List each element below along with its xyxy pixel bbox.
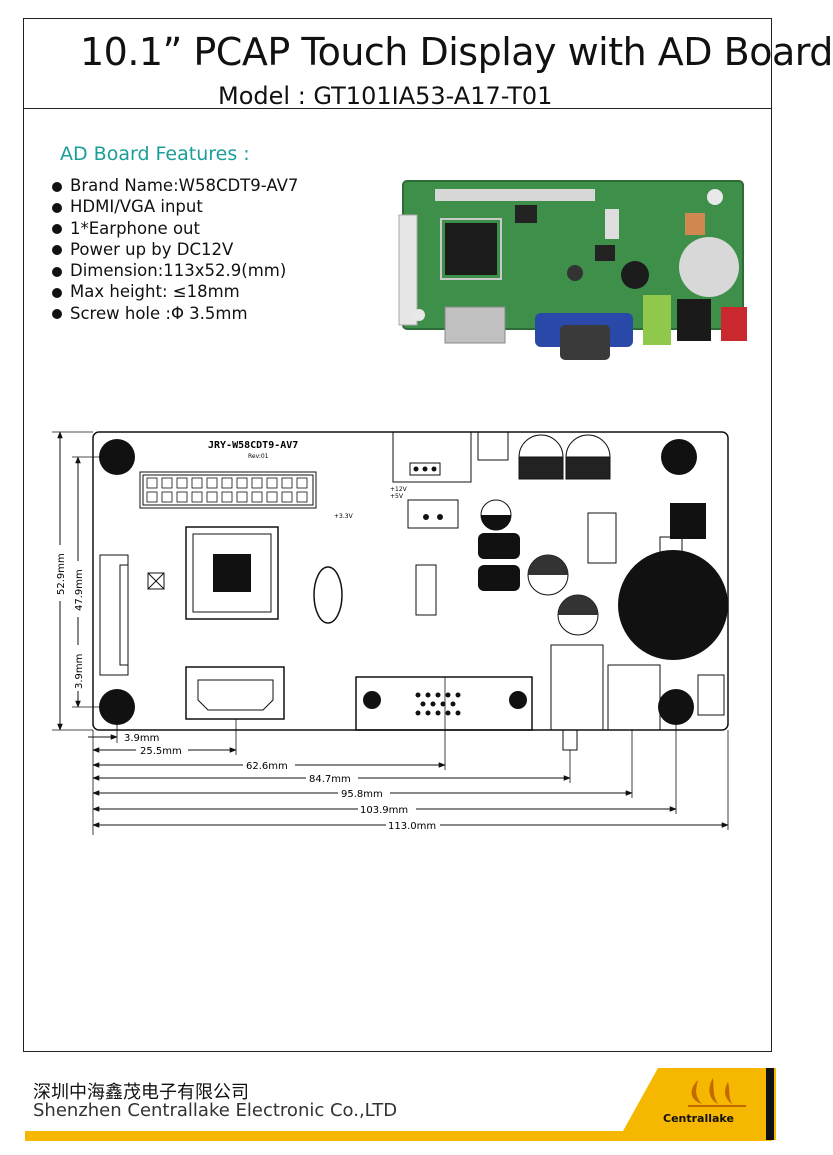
label-33v: +3.3V — [334, 513, 354, 520]
pin-header-pins — [146, 477, 308, 503]
dim-84: 84.7mm — [309, 774, 351, 785]
document-title: 10.1” PCAP Touch Display with AD Board — [80, 30, 833, 74]
bullet-icon — [52, 287, 62, 298]
main-ic-outline — [185, 526, 279, 620]
dim-height-holes: 47.9mm — [74, 569, 85, 611]
dim-62: 62.6mm — [246, 761, 288, 772]
company-name-cn: 深圳中海鑫茂电子有限公司 — [33, 1082, 249, 1103]
feature-item: Brand Name:W58CDT9-AV7 — [52, 175, 298, 196]
page-frame — [23, 18, 772, 1052]
mounting-hole — [99, 439, 135, 475]
logo-text: Centrallake — [663, 1112, 734, 1125]
vga-connector — [355, 676, 533, 731]
feature-item: Max height: ≤18mm — [52, 281, 298, 302]
bullet-icon — [52, 224, 62, 235]
dim-hole-offset-v: 3.9mm — [74, 654, 85, 689]
bullet-icon — [52, 181, 62, 192]
dim-113: 113.0mm — [388, 821, 436, 832]
dim-height-total: 52.9mm — [56, 553, 67, 595]
capacitors-top — [518, 434, 611, 480]
main-ic-die — [213, 554, 251, 592]
feature-item: HDMI/VGA input — [52, 196, 298, 217]
feature-item: Dimension:113x52.9(mm) — [52, 260, 298, 281]
ad-board-photo — [398, 180, 747, 360]
company-name-en: Shenzhen Centrallake Electronic Co.,LTD — [33, 1100, 398, 1121]
bullet-icon — [52, 266, 62, 277]
feature-item: Screw hole :Φ 3.5mm — [52, 303, 298, 324]
dim-103: 103.9mm — [360, 805, 408, 816]
feature-item: Power up by DC12V — [52, 239, 298, 260]
board-rev: Rev:01 — [248, 453, 269, 460]
features-heading: AD Board Features : — [60, 143, 250, 165]
bullet-icon — [52, 309, 62, 320]
speaker-circle — [618, 550, 728, 660]
dim-95: 95.8mm — [341, 789, 383, 800]
bullet-icon — [52, 202, 62, 213]
mounting-hole — [661, 439, 697, 475]
hdmi-connector — [185, 666, 285, 720]
pin-header — [139, 471, 317, 509]
main-ic-body — [192, 533, 272, 613]
label-12v: +12V — [390, 486, 408, 493]
footer-accent-bar — [25, 1131, 772, 1141]
dc-jack — [607, 664, 661, 731]
dim-25: 25.5mm — [140, 746, 182, 757]
feature-item: 1*Earphone out — [52, 218, 298, 239]
dim-hole-offset-h: 3.9mm — [124, 733, 159, 744]
model-number: Model : GT101IA53-A17-T01 — [218, 82, 553, 110]
connector-top — [392, 431, 472, 483]
label-5v: +5V — [390, 493, 404, 500]
header-divider — [23, 108, 772, 109]
bullet-icon — [52, 245, 62, 256]
features-list: Brand Name:W58CDT9-AV7 HDMI/VGA input 1*… — [52, 175, 298, 324]
board-label: JRY-W58CDT9-AV7 — [208, 440, 298, 451]
centrallake-logo — [618, 1068, 776, 1140]
board-dimension-drawing: JRY-W58CDT9-AV7 Rev:01 +12V +5V +3.3V — [52, 431, 729, 835]
